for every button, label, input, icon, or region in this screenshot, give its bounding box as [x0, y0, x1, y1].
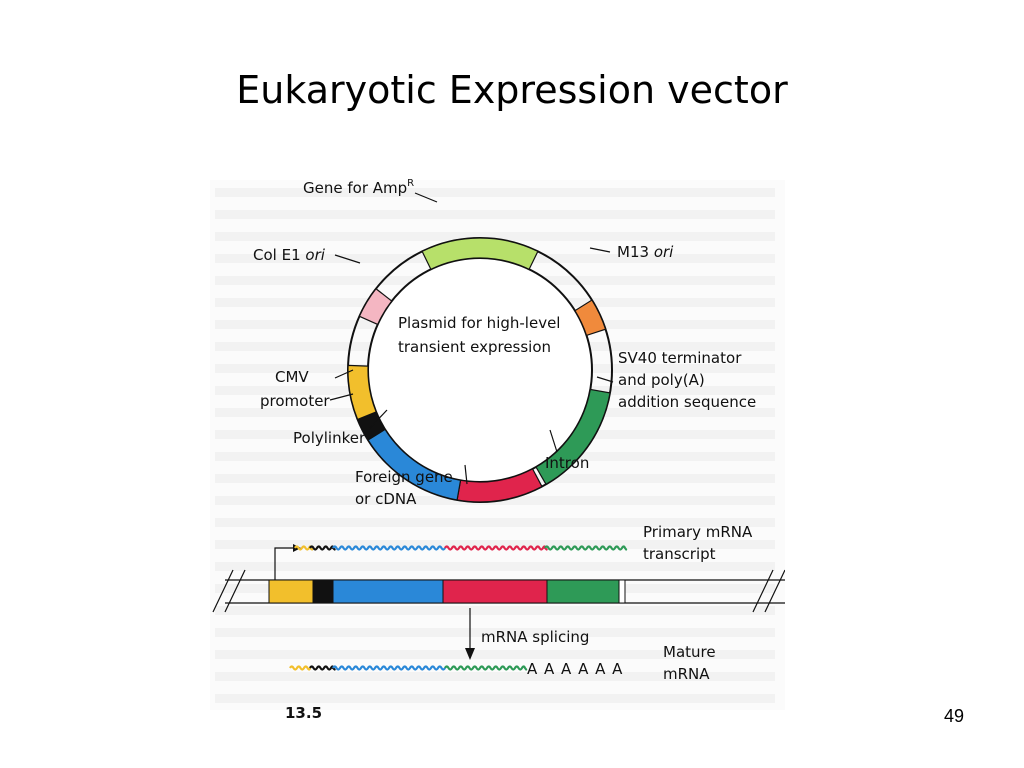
transcript-wave-foreign	[332, 545, 446, 551]
mature-mrna: A A A A A A Mature mRNA	[289, 643, 716, 683]
label-cmv-line2: promoter	[260, 392, 330, 410]
label-cole1-ori: Col E1 ori	[253, 246, 326, 264]
linear-vector	[212, 569, 785, 613]
primary-transcript: Primary mRNA transcript	[274, 523, 753, 590]
bar-block-polylinker	[312, 579, 334, 604]
bar-block-foreign	[332, 579, 444, 604]
label-polylinker: Polylinker	[293, 429, 366, 447]
scan-texture-line	[215, 188, 775, 197]
plasmid-map: Plasmid for high-level transient express…	[347, 237, 613, 503]
scan-texture-line	[215, 606, 775, 615]
label-sv40-line2: and poly(A)	[618, 371, 705, 389]
scan-texture-line	[215, 694, 775, 703]
bar-block-cmv	[268, 579, 314, 604]
label-cmv-line1: CMV	[275, 368, 309, 386]
scan-texture-line	[215, 672, 775, 681]
scan-texture-line	[215, 232, 775, 241]
transcript-wave-sv40	[544, 545, 628, 551]
label-foreign-line1: Foreign gene	[355, 468, 453, 486]
segment-m13-ori	[574, 299, 607, 337]
scan-texture-line	[215, 540, 775, 549]
mature-wave-cmv	[289, 665, 312, 671]
label-primary-mrna-line1: Primary mRNA	[643, 523, 753, 541]
segment-cole1-ori	[358, 287, 393, 326]
label-mature-mrna-line2: mRNA	[663, 665, 710, 683]
label-m13-ori: M13 ori	[617, 243, 674, 261]
leader-lines	[329, 192, 614, 485]
scan-texture-line	[215, 210, 775, 219]
label-mature-mrna-line1: Mature	[663, 643, 716, 661]
scan-texture-line	[215, 650, 775, 659]
label-intron: Intron	[545, 454, 589, 472]
segment-amp-resistance	[421, 237, 539, 271]
bar-block-sv40	[546, 579, 620, 604]
caption-fragment: 13.5	[285, 704, 322, 720]
expression-vector-figure: Plasmid for high-level transient express…	[205, 160, 785, 720]
scan-texture-line	[215, 628, 775, 637]
segment-cmv-promoter	[347, 364, 377, 421]
splicing-arrow: mRNA splicing	[465, 608, 589, 660]
label-polya-tail: A A A A A A	[527, 660, 623, 678]
segment-labels: Gene for AmpR Col E1 ori M13 ori CMV pro…	[253, 178, 756, 508]
label-foreign-line2: or cDNA	[355, 490, 417, 508]
mature-wave-foreign	[332, 665, 446, 671]
slide-number: 49	[943, 706, 964, 726]
bar-block-end	[618, 579, 626, 604]
transcript-wave-intron	[444, 545, 548, 551]
plasmid-label-line2: transient expression	[398, 338, 551, 356]
label-sv40-line1: SV40 terminator	[618, 349, 742, 367]
mature-wave-sv40	[444, 665, 528, 671]
plasmid-label-line1: Plasmid for high-level	[398, 314, 560, 332]
label-amp-resistance: Gene for AmpR	[303, 178, 414, 197]
bar-block-intron	[442, 579, 548, 604]
scan-texture-line	[215, 518, 775, 527]
label-sv40-line3: addition sequence	[618, 393, 756, 411]
scan-texture-line	[215, 562, 775, 571]
label-mrna-splicing: mRNA splicing	[481, 628, 589, 646]
expression-vector-diagram: Plasmid for high-level transient express…	[210, 178, 785, 720]
slide-title: Eukaryotic Expression vector	[236, 68, 788, 112]
label-primary-mrna-line2: transcript	[643, 545, 716, 563]
segment-sv40-terminator	[535, 388, 611, 486]
